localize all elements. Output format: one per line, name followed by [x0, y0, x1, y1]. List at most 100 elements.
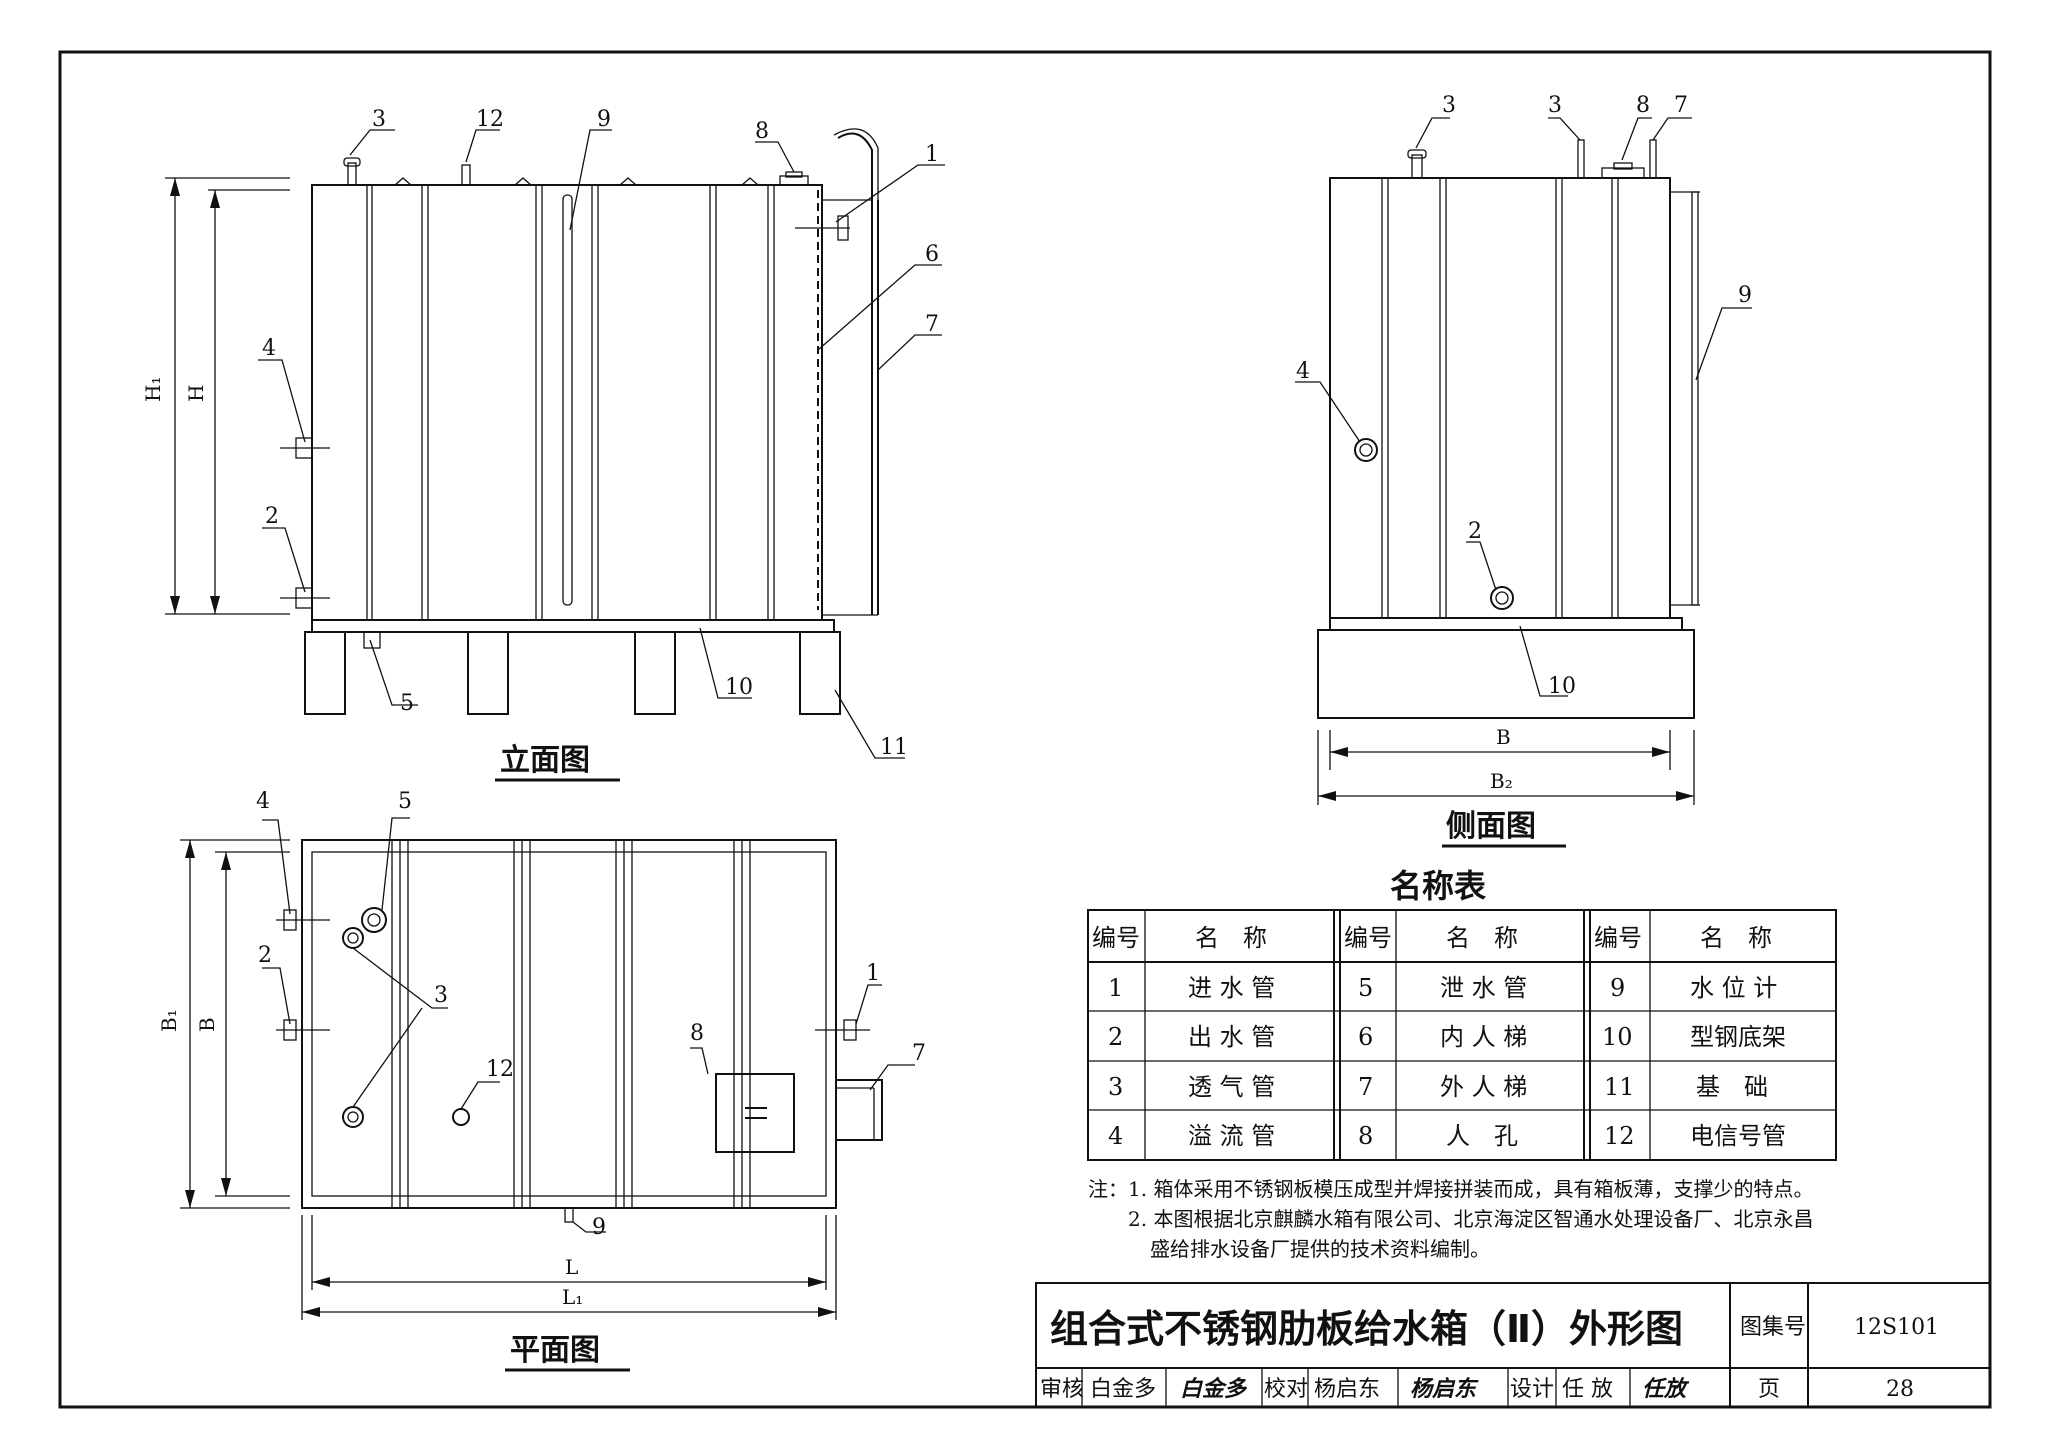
side-callout-2: 2	[1468, 519, 1482, 544]
plan-title: 平面图	[510, 1333, 600, 1368]
title-block: 组合式不锈钢肋板给水箱（Ⅱ）外形图 图集号 12S101 审核 白金多 白金多 …	[1035, 1282, 1991, 1408]
table-cell-name: 出 水 管	[1188, 1023, 1275, 1051]
callout-8: 8	[755, 119, 769, 144]
plan-callout-3: 3	[434, 983, 448, 1008]
plan-view: 4 5 2 3 8 12 1 7 9 B₁ B L L₁ 平面图	[157, 789, 926, 1372]
reviewer-signature: 白金多	[1180, 1376, 1248, 1402]
table-cell-name: 进 水 管	[1188, 974, 1275, 1002]
elevation-view: H₁ H 3 12 9 8 1 6 7 4 2 5 10 11 立面图	[141, 107, 945, 782]
callout-3: 3	[372, 107, 386, 132]
table-cell-name: 透 气 管	[1188, 1073, 1275, 1101]
side-callout-8: 8	[1636, 93, 1650, 118]
notes-prefix: 注：	[1088, 1177, 1128, 1201]
plan-callout-9: 9	[592, 1215, 606, 1240]
dim-b-plan: B	[195, 1017, 219, 1032]
checker-signature: 杨启东	[1410, 1376, 1479, 1402]
side-callout-7: 7	[1674, 93, 1688, 118]
note-2b: 盛给排水设备厂提供的技术资料编制。	[1150, 1237, 1490, 1261]
callout-11: 11	[880, 735, 908, 760]
dim-h: H	[184, 385, 208, 402]
table-cell-no: 4	[1108, 1122, 1123, 1150]
side-foundation	[1317, 629, 1695, 719]
foundation-block	[467, 631, 509, 715]
table-cell-no: 1	[1108, 974, 1123, 1002]
table-cell-no: 6	[1358, 1023, 1373, 1051]
table-cell-no: 9	[1610, 974, 1625, 1002]
checker-name: 杨启东	[1314, 1377, 1380, 1402]
designer-signature: 任放	[1642, 1376, 1690, 1402]
plan-manhole	[715, 1073, 795, 1153]
table-cell-no: 10	[1602, 1023, 1633, 1051]
table-cell-no: 11	[1604, 1073, 1635, 1101]
table-cell-name: 型钢底架	[1690, 1023, 1786, 1051]
atlas-number: 12S101	[1854, 1315, 1939, 1340]
dim-h1: H₁	[141, 377, 165, 402]
table-cell-name: 泄 水 管	[1440, 974, 1527, 1002]
steel-base-frame	[311, 619, 835, 633]
table-cell-no: 3	[1108, 1073, 1123, 1101]
foundation-block	[304, 631, 346, 715]
table-cell-name: 外 人 梯	[1440, 1073, 1527, 1101]
side-tank-body	[1329, 177, 1671, 619]
name-table-title: 名称表	[1390, 867, 1486, 905]
drawing-title: 组合式不锈钢肋板给水箱（Ⅱ）外形图	[1050, 1307, 1683, 1351]
notes: 注： 1. 箱体采用不锈钢板模压成型并焊接拼装而成，具有箱板薄，支撑少的特点。 …	[1088, 1177, 1813, 1261]
table-cell-no: 7	[1358, 1073, 1373, 1101]
foundation-block	[634, 631, 676, 715]
plan-callout-5: 5	[398, 789, 412, 814]
check-label: 校对	[1264, 1377, 1308, 1402]
note-2a: 2. 本图根据北京麒麟水箱有限公司、北京海淀区智通水处理设备厂、北京永昌	[1128, 1207, 1813, 1231]
plan-callout-8: 8	[690, 1021, 704, 1046]
callout-4: 4	[262, 336, 276, 361]
reviewer-name: 白金多	[1090, 1377, 1156, 1402]
table-header-name: 名 称	[1195, 924, 1267, 952]
callout-5: 5	[400, 691, 414, 716]
plan-callout-2: 2	[258, 943, 272, 968]
page-number: 28	[1886, 1377, 1914, 1402]
table-cell-no: 12	[1604, 1122, 1635, 1150]
side-callout-9: 9	[1738, 283, 1752, 308]
callout-2: 2	[265, 504, 279, 529]
table-cell-name: 电信号管	[1690, 1122, 1786, 1150]
table-header-no: 编号	[1344, 924, 1392, 952]
designer-name: 任 放	[1562, 1377, 1613, 1402]
plan-callout-7: 7	[912, 1041, 926, 1066]
callout-9: 9	[597, 107, 611, 132]
table-cell-name: 溢 流 管	[1188, 1122, 1275, 1150]
table-header-no: 编号	[1092, 924, 1140, 952]
side-title: 侧面图	[1446, 809, 1536, 844]
atlas-label: 图集号	[1740, 1315, 1806, 1340]
callout-7: 7	[925, 312, 939, 337]
callout-1: 1	[925, 142, 939, 167]
table-cell-name: 人 孔	[1446, 1122, 1518, 1150]
plan-callout-4: 4	[256, 789, 270, 814]
design-label: 设计	[1510, 1377, 1554, 1402]
callout-6: 6	[925, 242, 939, 267]
side-water-level-gauge	[1691, 191, 1699, 606]
callout-12: 12	[476, 107, 504, 132]
table-header-name: 名 称	[1446, 924, 1518, 952]
table-cell-no: 5	[1358, 974, 1373, 1002]
foundation-block	[799, 631, 841, 715]
side-callout-10: 10	[1548, 674, 1576, 699]
review-label: 审核	[1040, 1377, 1084, 1402]
sheet-frame	[58, 50, 1992, 1409]
water-level-gauge	[562, 194, 573, 606]
plan-callout-12: 12	[486, 1057, 514, 1082]
dim-b1: B₁	[157, 1009, 181, 1032]
name-table: 名称表 编号 名 称 编号 名 称 编号 名 称 1 进 水 管 5 泄 水 管…	[1087, 867, 1837, 1161]
dim-l: L	[565, 1255, 578, 1279]
page-label: 页	[1758, 1377, 1780, 1402]
dim-l1: L₁	[562, 1285, 583, 1309]
elevation-title: 立面图	[500, 743, 590, 778]
dim-b: B	[1496, 725, 1511, 749]
elevation-tank-body	[311, 184, 823, 621]
side-callout-3b: 3	[1548, 93, 1562, 118]
table-cell-no: 2	[1108, 1023, 1123, 1051]
table-cell-name: 水 位 计	[1690, 974, 1777, 1002]
callout-10: 10	[725, 675, 753, 700]
side-callout-4: 4	[1296, 359, 1310, 384]
table-header-name: 名 称	[1700, 924, 1772, 952]
table-header-no: 编号	[1594, 924, 1642, 952]
side-view: 3 3 8 7 9 4 2 10 B B₂ 侧面图	[1295, 93, 1752, 848]
